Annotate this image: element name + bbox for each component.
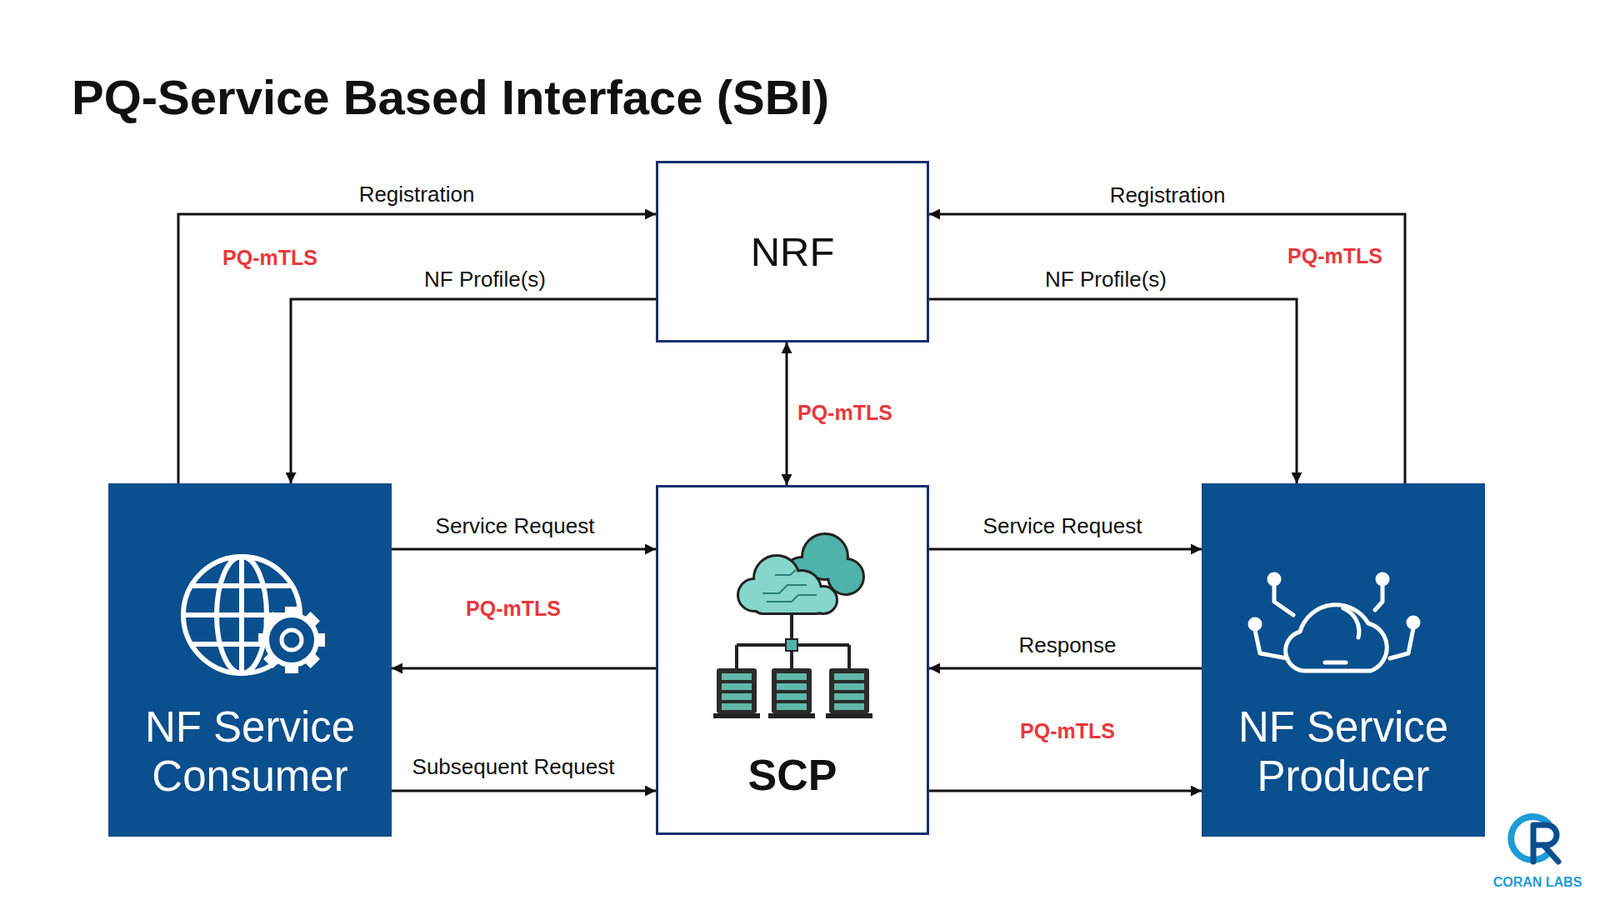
gear-icon [258, 606, 325, 674]
back-cloud [829, 560, 863, 594]
producer-box: NF Service Producer [1201, 483, 1485, 837]
server-rack [776, 703, 807, 710]
server-rack [825, 713, 873, 719]
network-tree [736, 612, 850, 669]
server-rack [825, 668, 873, 719]
server-rack [834, 683, 865, 690]
node-label: NF Service Producer [1218, 703, 1469, 801]
gear-icon [266, 615, 317, 665]
edge-label: PQ-mTLS [794, 400, 896, 425]
consumer-box: NF Service Consumer [108, 483, 392, 837]
edge-label: Registration [355, 182, 479, 208]
server-rack [834, 693, 865, 700]
cloud-antenna-icon [1377, 574, 1388, 585]
protocol-label: PQ-mTLS [220, 245, 320, 270]
edge-label: Registration [1106, 183, 1230, 209]
logo-mark [1510, 816, 1559, 862]
node-label: NF Service Consumer [125, 703, 375, 801]
front-cloud [762, 570, 817, 602]
edge-label: Subsequent Request [409, 755, 619, 780]
edge-label: NF Profile(s) [1041, 267, 1170, 293]
connector-arrow [290, 299, 656, 484]
cloud-antenna-icon [1325, 660, 1346, 665]
network-tree [735, 645, 739, 669]
connector-arrow [929, 299, 1297, 484]
diagram-title: PQ-Service Based Interface (SBI) [71, 70, 830, 126]
edge-label: Service Request [980, 514, 1146, 540]
gear-icon [281, 630, 302, 650]
front-cloud [754, 593, 825, 613]
cloud-antenna-icon [1250, 619, 1260, 630]
cloud-server-icon [713, 535, 873, 719]
cloud-antenna-icon [1250, 574, 1419, 671]
cloud-antenna-icon [1390, 628, 1414, 659]
server-rack [713, 713, 760, 719]
edge-label: Response [1015, 633, 1120, 659]
front-cloud [739, 556, 836, 613]
server-rack [829, 668, 870, 714]
connector-arrow [929, 548, 1202, 551]
connector-arrow [391, 548, 656, 551]
edge-label: NF Profile(s) [420, 267, 550, 293]
cloud-antenna-icon [1285, 605, 1388, 671]
server-rack [771, 668, 812, 714]
protocol-label: PQ-mTLS [1017, 719, 1118, 744]
server-rack [776, 683, 807, 690]
server-rack [721, 703, 752, 710]
server-rack [721, 683, 752, 690]
server-rack [716, 668, 757, 714]
logo-mark [1533, 825, 1559, 862]
server-rack [721, 693, 752, 700]
front-cloud [739, 556, 836, 613]
protocol-label: PQ-mTLS [463, 596, 564, 621]
nrf-box: NRF [655, 160, 930, 343]
front-cloud [739, 556, 836, 613]
globe-gear-icon [190, 583, 293, 589]
connector-arrow [391, 667, 656, 670]
cloud-antenna-icon [1274, 585, 1294, 615]
connector-arrow [785, 342, 789, 485]
front-cloud [754, 593, 825, 613]
server-rack [721, 673, 752, 680]
server-rack [776, 693, 807, 700]
hub [785, 639, 798, 651]
connector-arrow [929, 790, 1202, 793]
cloud-antenna-icon [1408, 617, 1419, 628]
connector-arrow [178, 214, 656, 484]
connector-arrow [929, 667, 1202, 670]
cloud-antenna-icon [1375, 585, 1383, 610]
server-rack [768, 668, 815, 719]
front-cloud [766, 595, 817, 602]
front-cloud [775, 570, 796, 575]
node-label: SCP [748, 750, 838, 801]
logo-text: CORAN LABS [1490, 875, 1585, 890]
back-cloud [829, 560, 863, 594]
cloud-antenna-icon [1255, 630, 1288, 659]
server-rack [768, 713, 815, 719]
edge-label: Service Request [432, 514, 599, 540]
server-rack [834, 703, 865, 710]
connector-arrow [391, 790, 656, 793]
server-rack [776, 673, 807, 680]
front-cloud [762, 585, 807, 594]
cloud-antenna-icon [1343, 608, 1360, 638]
server-rack [834, 673, 865, 680]
server-rack [713, 668, 760, 719]
node-label: NRF [750, 228, 835, 275]
network-tree [847, 645, 851, 669]
cloud-antenna-icon [1269, 574, 1280, 585]
protocol-label: PQ-mTLS [1285, 244, 1385, 269]
connector-arrow [929, 214, 1405, 484]
